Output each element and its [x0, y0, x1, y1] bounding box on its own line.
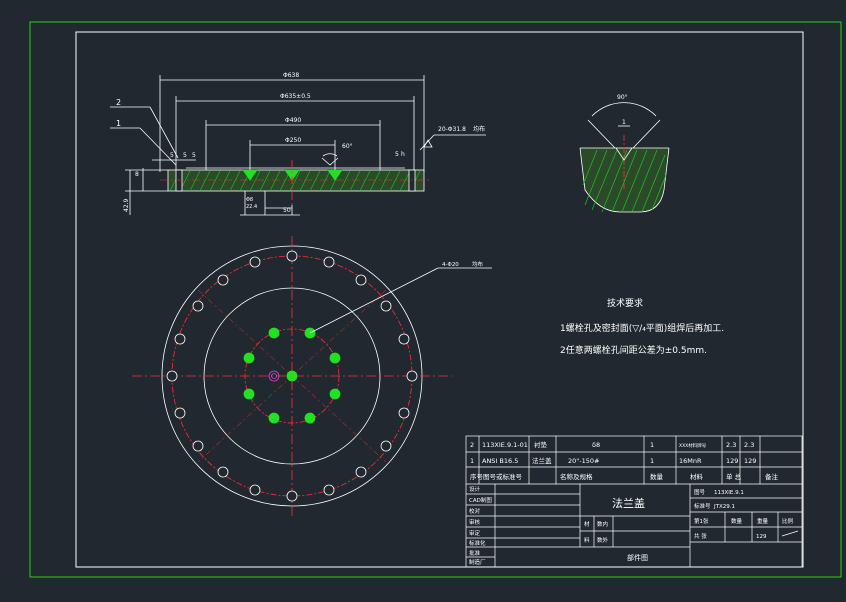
bom-header-weight: 单 总	[726, 472, 742, 481]
tb-row-review: 审核	[469, 518, 481, 526]
tb-weight-label: 重量	[757, 517, 769, 525]
tb-drawing-no: 113XIE.9.1	[714, 490, 744, 496]
bom-header-material: 材料	[690, 472, 704, 481]
dim-overall: Φ638	[283, 72, 299, 79]
left-vertical-dim: 8	[135, 171, 139, 178]
tech-line-1: 1螺栓孔及密封面(▽/₄平面)组焊后再加工.	[560, 322, 724, 334]
tb-footer: 部件图	[627, 553, 648, 562]
detail-angle: 90°	[617, 94, 628, 101]
tb-quantity-label: 数量	[731, 517, 743, 525]
bom-row1-unit-w: 129	[726, 457, 738, 465]
plan-note: 4-Φ20	[442, 262, 459, 268]
bom-row2-qty: 1	[650, 441, 654, 449]
section-view	[110, 75, 486, 216]
left-dim-b: 5	[183, 152, 187, 159]
bom-header-name: 名称及规格	[560, 472, 593, 481]
bom-row2-name: 衬垫	[534, 440, 548, 449]
bom-row1-qty: 1	[650, 457, 654, 465]
bottom-dim-1: Φ8	[246, 197, 253, 203]
tb-sheet-label: 共 张	[694, 532, 707, 540]
title-block-lines	[465, 435, 803, 568]
bom-row1-seq: 1	[470, 457, 474, 465]
bom-row2-unit-w: 2.3	[726, 441, 736, 449]
dim-bolt-circle: Φ635±0.5	[280, 93, 311, 100]
balloon-2: 2	[116, 98, 121, 107]
bom-header-code: 图号或标准号	[483, 472, 523, 481]
bottom-dim-3: 50	[283, 207, 291, 214]
tb-weight-value: 129	[756, 534, 767, 540]
bom-row1-spec: 20"-150#	[568, 457, 599, 465]
bom-row1-material: 16MnR	[679, 457, 702, 465]
tb-mid-3: 数内	[597, 520, 608, 528]
left-dim-c: 5	[192, 152, 196, 159]
outer-frame	[29, 21, 842, 578]
tb-product-no: JTX29.1	[713, 504, 735, 510]
bom-row2-seq: 2	[470, 441, 474, 449]
section-dimension-texts: Φ638 Φ635±0.5 Φ490 Φ250 60° 20-Φ31.8 均布 …	[116, 72, 485, 214]
plan-view	[132, 236, 492, 516]
tb-part-name: 法兰盖	[612, 496, 645, 510]
tech-title: 技术要求	[607, 297, 643, 309]
bom-row1-name: 法兰盖	[532, 456, 552, 465]
tb-row-cad: CAD制图	[469, 496, 492, 504]
tb-mid-2: 料	[584, 536, 590, 544]
bom-header-qty: 数量	[650, 472, 664, 481]
inner-frame	[75, 31, 804, 568]
dim-angle: 60°	[342, 143, 353, 150]
tech-line-2: 2任意两螺栓孔间距公差为±0.5mm.	[560, 344, 707, 356]
left-thickness-dim: 42.9	[123, 198, 130, 212]
bom-row2-material: XXX材料牌号	[679, 442, 707, 449]
tb-mid-4: 数外	[597, 536, 609, 544]
bom-table: 2 113XIE.9.1-01 衬垫 δ8 1 XXX材料牌号 2.3 2.3 …	[470, 440, 779, 481]
detail-dim: 1	[622, 119, 626, 126]
bom-header-remark: 备注	[765, 472, 779, 481]
tb-row-standard: 标准化	[469, 539, 486, 547]
bom-row1-total-w: 129	[744, 457, 756, 465]
right-dim-2: h	[401, 151, 405, 158]
bom-row1-code: ANSI B16.5	[482, 457, 518, 465]
tb-scale-label: 第1张	[694, 517, 709, 525]
bom-row2-spec: δ8	[592, 441, 600, 449]
bom-header-seq: 序号	[470, 472, 484, 481]
plan-note-suffix: 均布	[472, 260, 484, 268]
bolt-note: 20-Φ31.8	[438, 126, 466, 133]
bom-row2-code: 113XIE.9.1-01	[482, 441, 528, 449]
tb-drawing-no-label: 图号	[694, 488, 706, 496]
dim-inner: Φ490	[285, 117, 301, 124]
title-block: 设计 CAD制图 校对 审核 审定 标准化 批准 制造厂 法兰盖 图号 113X…	[469, 485, 794, 566]
bom-row2-total-w: 2.3	[744, 441, 754, 449]
balloon-1: 1	[116, 119, 121, 128]
tb-row-approve2: 批准	[469, 549, 481, 557]
tb-row-approve1: 审定	[469, 529, 481, 537]
dim-small: Φ250	[285, 137, 301, 144]
bolt-note-suffix: 均布	[473, 125, 485, 133]
right-dim: 5	[395, 151, 399, 158]
tb-row-design: 设计	[469, 485, 481, 493]
tb-mid-1: 材	[584, 520, 590, 528]
bottom-dim-2: 22.4	[246, 204, 257, 210]
left-dim-a: 5	[170, 152, 174, 159]
tb-row-maker: 制造厂	[469, 558, 486, 566]
tb-product-no-label: 标准号	[694, 502, 711, 510]
tb-ratio-label: 比例	[782, 517, 794, 525]
detail-view	[579, 102, 670, 213]
tb-row-check: 校对	[469, 507, 481, 515]
